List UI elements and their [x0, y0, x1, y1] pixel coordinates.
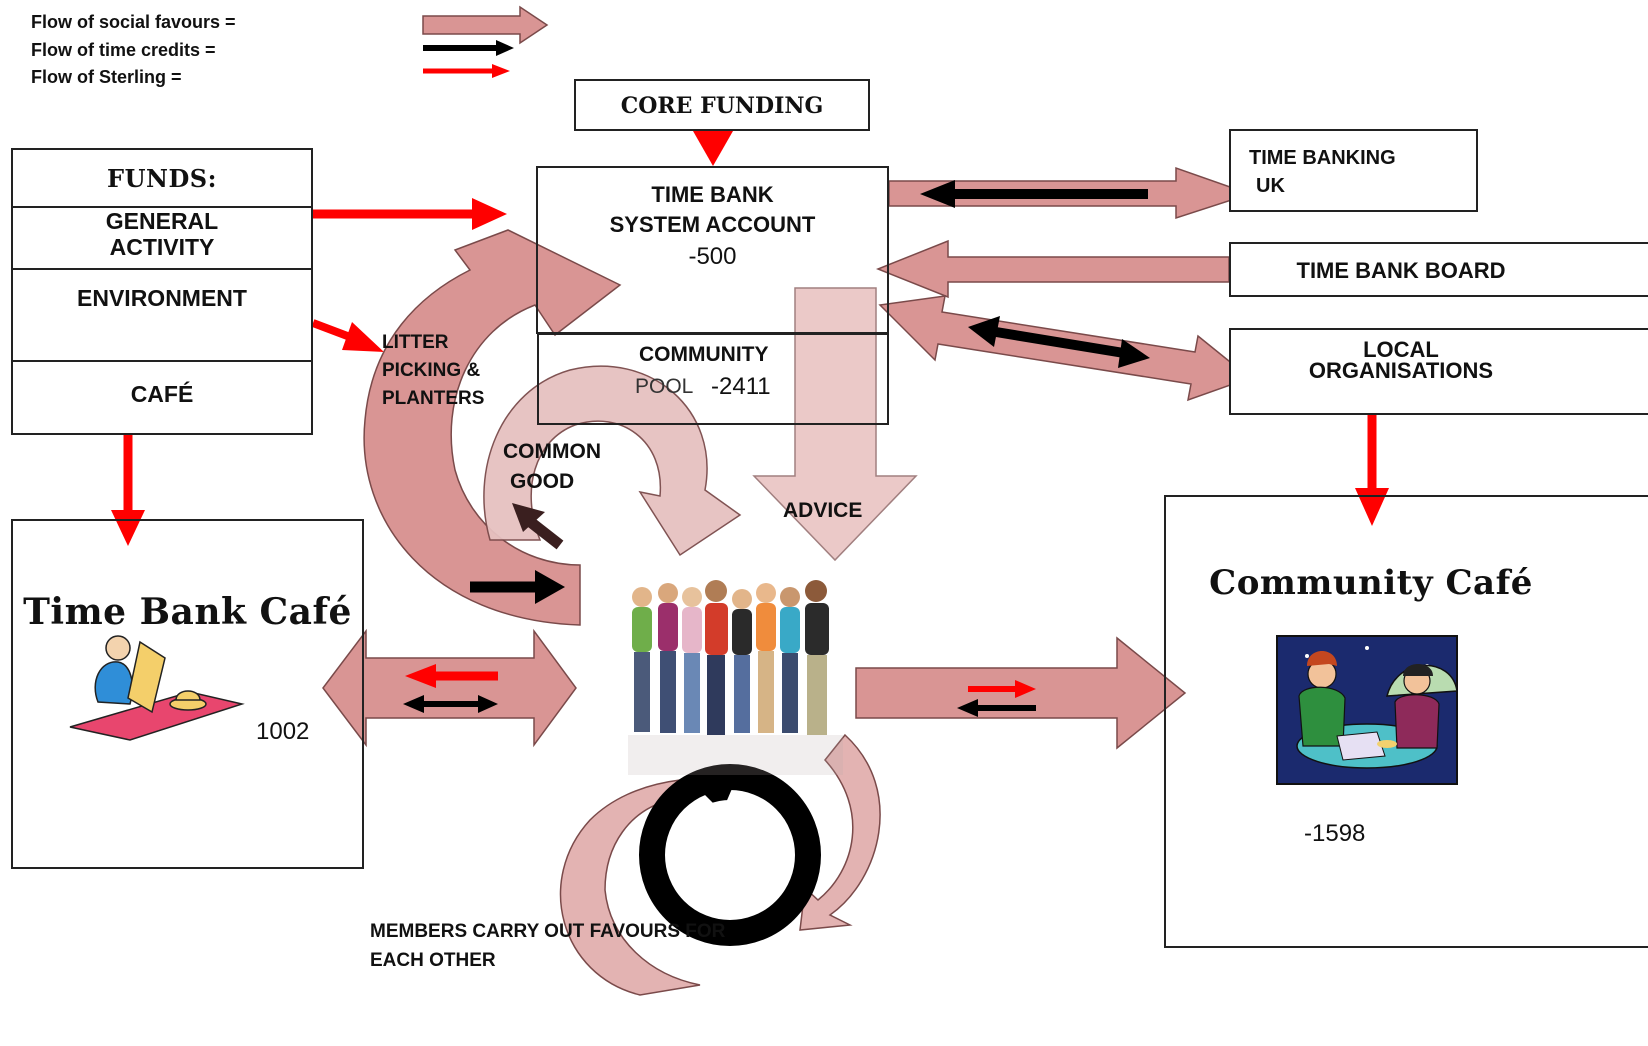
common-good-label-1: COMMON: [503, 440, 601, 463]
community-cafe-credits-arrow: [957, 699, 1036, 717]
common-good-curved-arrow: [483, 365, 742, 557]
funds-cafe: CAFÉ: [130, 381, 194, 407]
local-orgs-title-2: ORGANISATIONS: [1308, 358, 1494, 383]
community-pool-title: COMMUNITY: [639, 343, 769, 366]
community-cafe-title: Community Café: [1209, 563, 1533, 603]
legend-credits-label: Flow of time credits =: [31, 40, 216, 60]
system-account-value: -500: [688, 243, 737, 270]
core-funding-box: CORE FUNDING: [574, 79, 870, 131]
time-bank-board-title: TIME BANK BOARD: [1296, 258, 1506, 283]
community-cafe-value: -1598: [1304, 820, 1366, 847]
funds-divider-3: [13, 360, 311, 362]
community-cafe-box: Community Café -1598: [1164, 495, 1648, 948]
common-good-label-2: GOOD: [510, 470, 575, 493]
cafe-credits-arrow: [403, 695, 498, 713]
system-account-title-2: SYSTEM ACCOUNT: [609, 212, 816, 237]
litter-label-2: PICKING &: [382, 360, 481, 381]
litter-picking-curved-arrow: [363, 229, 622, 626]
legend-social-arrow: [422, 5, 549, 45]
legend-sterling-label: Flow of Sterling =: [31, 67, 182, 87]
funds-general-2: ACTIVITY: [109, 234, 215, 260]
community-pool-value: -2411: [711, 373, 771, 400]
time-banking-uk-title-1: TIME BANKING: [1249, 147, 1396, 169]
advice-label: ADVICE: [783, 499, 863, 522]
group-of-people-icon: [628, 580, 843, 775]
person-reading-menu-icon: [69, 635, 245, 741]
women-at-cafe-table-icon: [1276, 635, 1458, 785]
funds-general-1: GENERAL: [105, 208, 219, 234]
time-bank-board-box: TIME BANK BOARD: [1229, 242, 1648, 297]
members-favours-cycle: [559, 733, 881, 996]
core-funding-label: CORE FUNDING: [620, 93, 824, 119]
funds-box: FUNDS: GENERAL ACTIVITY ENVIRONMENT CAFÉ: [11, 148, 313, 435]
members-caption-1: MEMBERS CARRY OUT FAVOURS FOR: [370, 921, 726, 942]
system-account-title-1: TIME BANK: [651, 182, 774, 207]
litter-credits-arrow: [470, 570, 565, 604]
environment-to-litter-arrow: [311, 319, 384, 352]
local-orgs-title-1: LOCAL: [1363, 337, 1439, 362]
time-bank-cafe-title: Time Bank Café: [23, 591, 352, 633]
community-cafe-sterling-arrow: [968, 680, 1036, 698]
time-bank-cafe-box: Time Bank Café 1002: [11, 519, 364, 869]
legend-credits-arrow: [423, 40, 514, 56]
community-pool-box: COMMUNITY POOL -2411: [537, 333, 889, 425]
local-organisations-box: LOCAL ORGANISATIONS: [1229, 328, 1648, 415]
time-bank-cafe-value: 1002: [256, 718, 310, 745]
funds-environment: ENVIRONMENT: [77, 285, 247, 311]
legend-social-label: Flow of social favours =: [31, 12, 236, 32]
funds-divider-1: [13, 206, 311, 208]
local-orgs-credits-arrow: [968, 316, 1150, 368]
cafe-sterling-arrow: [405, 664, 498, 688]
time-banking-uk-title-2: UK: [1256, 175, 1285, 197]
system-account-box: TIME BANK SYSTEM ACCOUNT -500: [536, 166, 889, 334]
members-caption-2: EACH OTHER: [370, 950, 496, 971]
litter-label-1: LITTER: [382, 332, 449, 353]
funds-title: FUNDS:: [107, 164, 217, 193]
litter-label-3: PLANTERS: [382, 388, 485, 409]
board-to-system-arrow: [875, 239, 1230, 299]
cafe-members-double-arrow: [322, 628, 577, 748]
tbuk-credits-arrow: [920, 180, 1148, 208]
common-good-credits-arrow: [512, 503, 564, 550]
legend-sterling-arrow: [423, 64, 510, 78]
core-funding-arrow: [693, 131, 733, 166]
community-pool-title-2: POOL: [635, 375, 694, 398]
time-banking-uk-box: TIME BANKING UK: [1229, 129, 1478, 212]
funds-divider-2: [13, 268, 311, 270]
